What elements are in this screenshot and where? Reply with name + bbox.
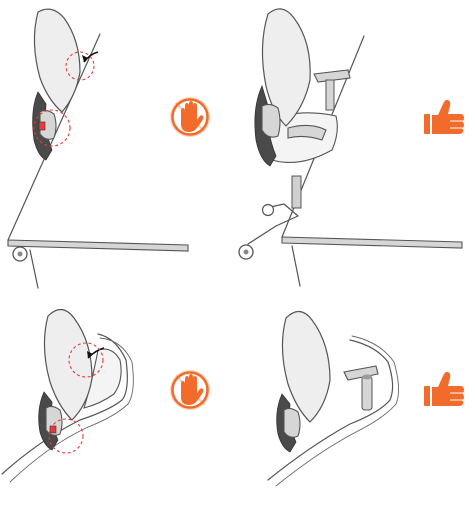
stop-hand-icon [170, 97, 210, 137]
armrest-post [326, 80, 334, 110]
lumbar-mechanism [262, 104, 280, 137]
table-top [282, 237, 462, 248]
gas-lift [292, 176, 301, 208]
thumbs-up-icon [424, 372, 464, 406]
table-leg [292, 246, 300, 286]
stop-hand-icon [170, 370, 210, 410]
armrest [344, 366, 378, 380]
panel-chair-against-table-wrong [8, 9, 210, 288]
panel-cover-straight-correct [268, 311, 464, 486]
panel-chair-clear-of-table-correct [239, 9, 464, 286]
table-top [8, 240, 188, 251]
caster-wheel [239, 245, 253, 259]
armrest-post [362, 376, 372, 410]
caster-wheel [263, 205, 274, 216]
lumbar-clip [39, 122, 45, 130]
caster-wheel [13, 247, 27, 261]
panel-cover-bent-wrong [2, 309, 210, 482]
thumbs-up-icon [424, 100, 464, 134]
lumbar-clip [50, 426, 56, 433]
table-leg [30, 250, 38, 288]
lumbar-mechanism [284, 408, 300, 437]
